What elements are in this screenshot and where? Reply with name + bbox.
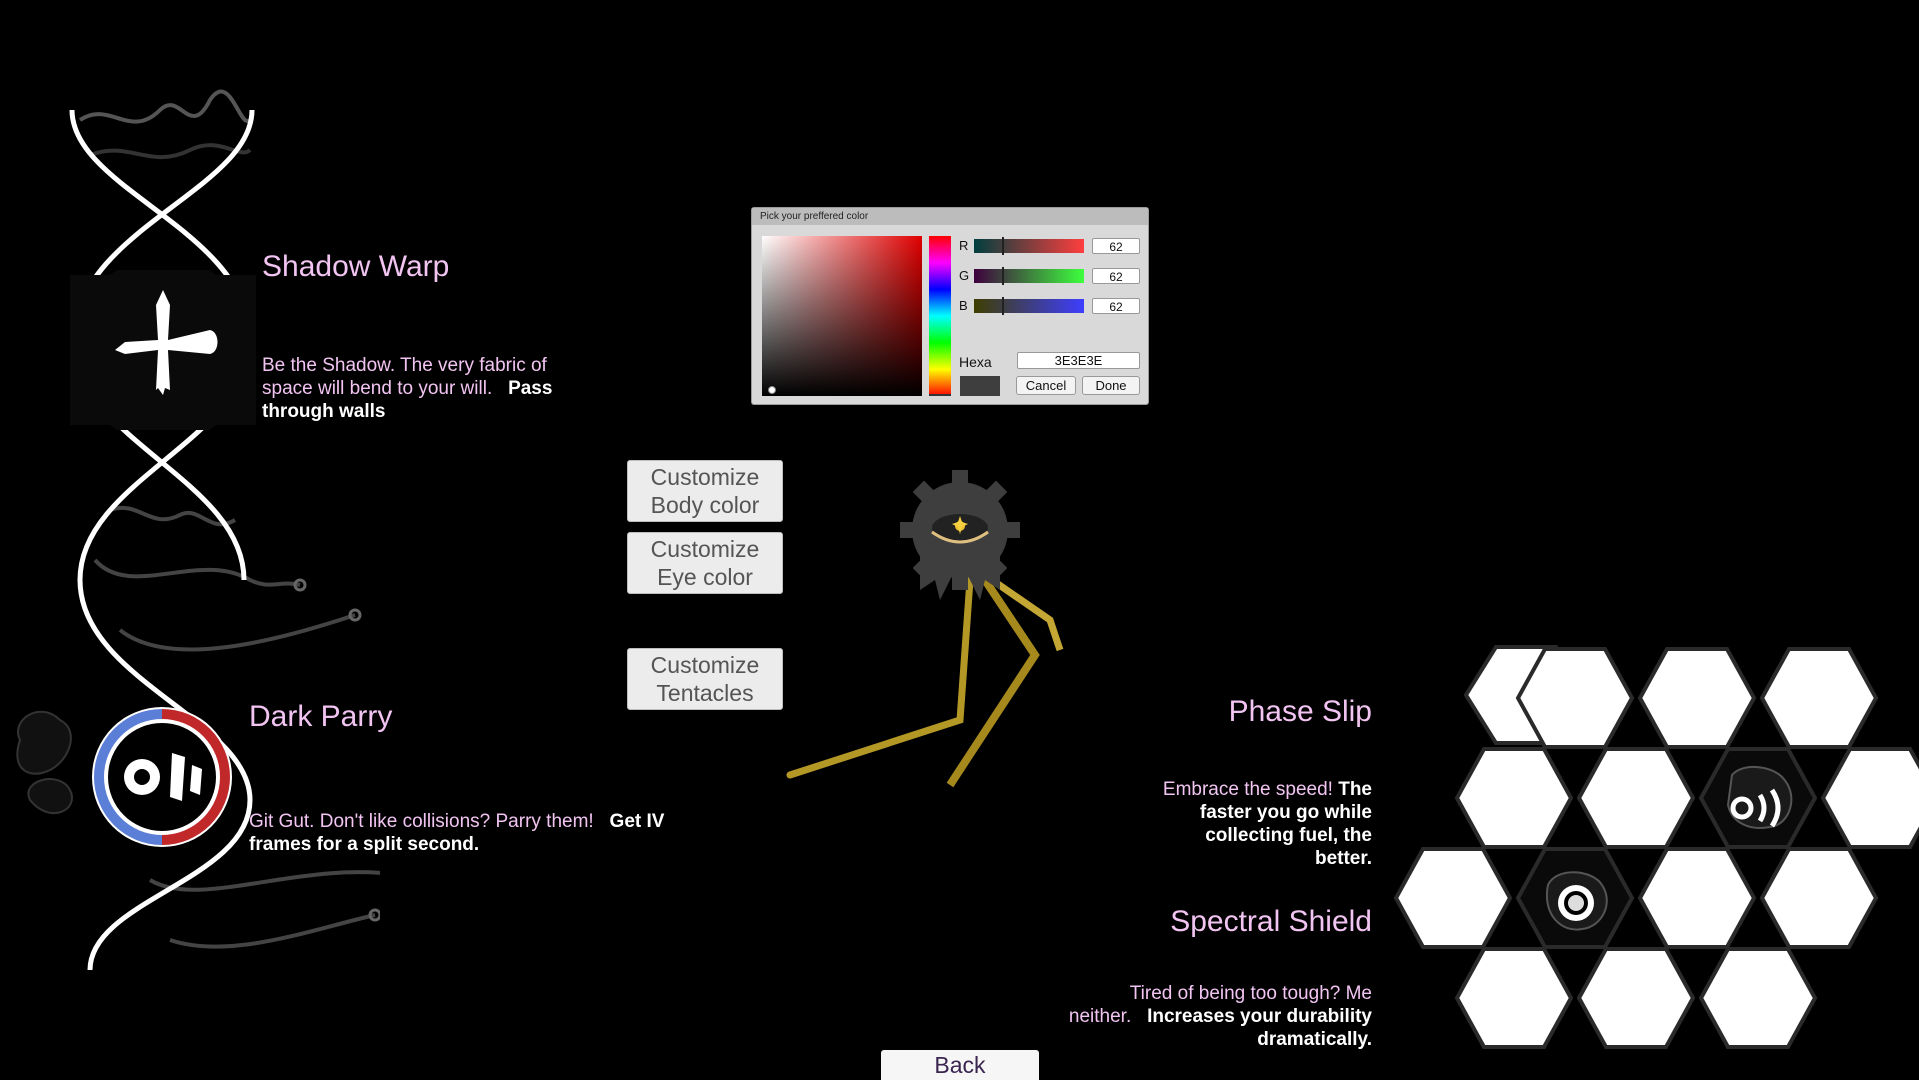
customize-tentacles-button[interactable]: Customize Tentacles xyxy=(627,648,783,710)
shadow-warp-icon xyxy=(70,270,256,430)
spectral-shield-desc-bold: Increases your durability dramatically. xyxy=(1147,1006,1372,1050)
hex-cell[interactable] xyxy=(1759,647,1879,749)
customize-tentacles-line2: Tentacles xyxy=(656,680,754,706)
sv-cursor[interactable] xyxy=(768,386,776,394)
hexa-label: Hexa xyxy=(959,354,992,370)
customize-body-color-button[interactable]: Customize Body color xyxy=(627,460,783,522)
hex-cell[interactable] xyxy=(1576,747,1696,849)
spectral-shield-title: Spectral Shield xyxy=(1170,905,1372,938)
spectral-shield-desc: Tired of being too tough? Me neither. In… xyxy=(1042,982,1372,1051)
red-label: R xyxy=(959,238,969,253)
shadow-warp-desc-text: Be the Shadow. The very fabric of space … xyxy=(262,355,547,399)
hex-cell[interactable] xyxy=(1454,947,1574,1049)
hex-skill-grid xyxy=(1393,645,1919,1049)
blue-value-field[interactable]: 62 xyxy=(1092,298,1140,314)
phase-slip-desc: Embrace the speed! The faster you go whi… xyxy=(1162,778,1372,870)
hex-cell[interactable] xyxy=(1759,847,1879,949)
dark-parry-desc: Git Gut. Don't like collisions? Parry th… xyxy=(249,810,679,856)
hex-cell[interactable] xyxy=(1698,947,1818,1049)
green-value-field[interactable]: 62 xyxy=(1092,268,1140,284)
customize-eye-line2: Eye color xyxy=(657,564,753,590)
customize-eye-color-button[interactable]: Customize Eye color xyxy=(627,532,783,594)
green-label: G xyxy=(959,268,970,283)
shadow-warp-desc-bold: Pass through walls xyxy=(262,378,553,422)
phase-slip-desc-text: Embrace the speed! xyxy=(1162,779,1333,800)
hex-cell[interactable] xyxy=(1454,747,1574,849)
back-button[interactable]: Back xyxy=(881,1050,1039,1080)
customize-tentacles-line1: Customize xyxy=(650,652,760,678)
hex-cell[interactable] xyxy=(1576,947,1696,1049)
saturation-value-area[interactable] xyxy=(762,236,922,396)
blue-slider-handle[interactable] xyxy=(1002,297,1004,315)
dark-parry-title: Dark Parry xyxy=(249,700,393,733)
shadow-warp-title: Shadow Warp xyxy=(262,250,450,283)
blue-slider[interactable] xyxy=(974,297,1084,315)
red-slider[interactable] xyxy=(974,237,1084,255)
customize-body-line2: Body color xyxy=(650,492,760,518)
customize-eye-line1: Customize xyxy=(650,536,760,562)
spectral-shield-desc-text: Tired of being too tough? Me neither. xyxy=(1068,983,1372,1027)
hue-slider[interactable] xyxy=(929,236,951,396)
red-value-field[interactable]: 62 xyxy=(1092,238,1140,254)
done-button[interactable]: Done xyxy=(1082,376,1140,395)
hex-cell[interactable] xyxy=(1637,647,1757,749)
color-picker-title: Pick your preffered color xyxy=(752,208,1148,225)
dark-parry-desc-text: Git Gut. Don't like collisions? Parry th… xyxy=(249,811,594,832)
hex-cell[interactable] xyxy=(1820,747,1919,849)
color-picker-dialog: Pick your preffered color R 62 G 62 B 62… xyxy=(751,207,1149,405)
shadow-warp-desc: Be the Shadow. The very fabric of space … xyxy=(262,354,592,423)
hue-slider-handle[interactable] xyxy=(929,394,951,396)
selected-color-swatch xyxy=(960,376,1000,396)
hex-cell[interactable] xyxy=(1637,847,1757,949)
hexa-value-field[interactable]: 3E3E3E xyxy=(1017,352,1140,369)
hex-cell[interactable] xyxy=(1515,647,1635,749)
green-slider-handle[interactable] xyxy=(1002,267,1004,285)
customize-body-line1: Customize xyxy=(650,464,760,490)
cancel-button[interactable]: Cancel xyxy=(1016,376,1076,395)
dark-parry-desc-bold: Get IV frames for a split second. xyxy=(249,811,665,855)
spectral-shield-icon xyxy=(1545,871,1608,931)
blue-label: B xyxy=(959,298,968,313)
creature-preview xyxy=(786,470,1064,788)
green-slider[interactable] xyxy=(974,267,1084,285)
dark-parry-icon xyxy=(92,707,232,847)
phase-slip-icon xyxy=(1726,766,1793,829)
phase-slip-desc-bold: The faster you go while collecting fuel,… xyxy=(1199,779,1372,869)
hex-cell[interactable] xyxy=(1393,847,1513,949)
red-slider-handle[interactable] xyxy=(1002,237,1004,255)
phase-slip-title: Phase Slip xyxy=(1228,695,1372,728)
